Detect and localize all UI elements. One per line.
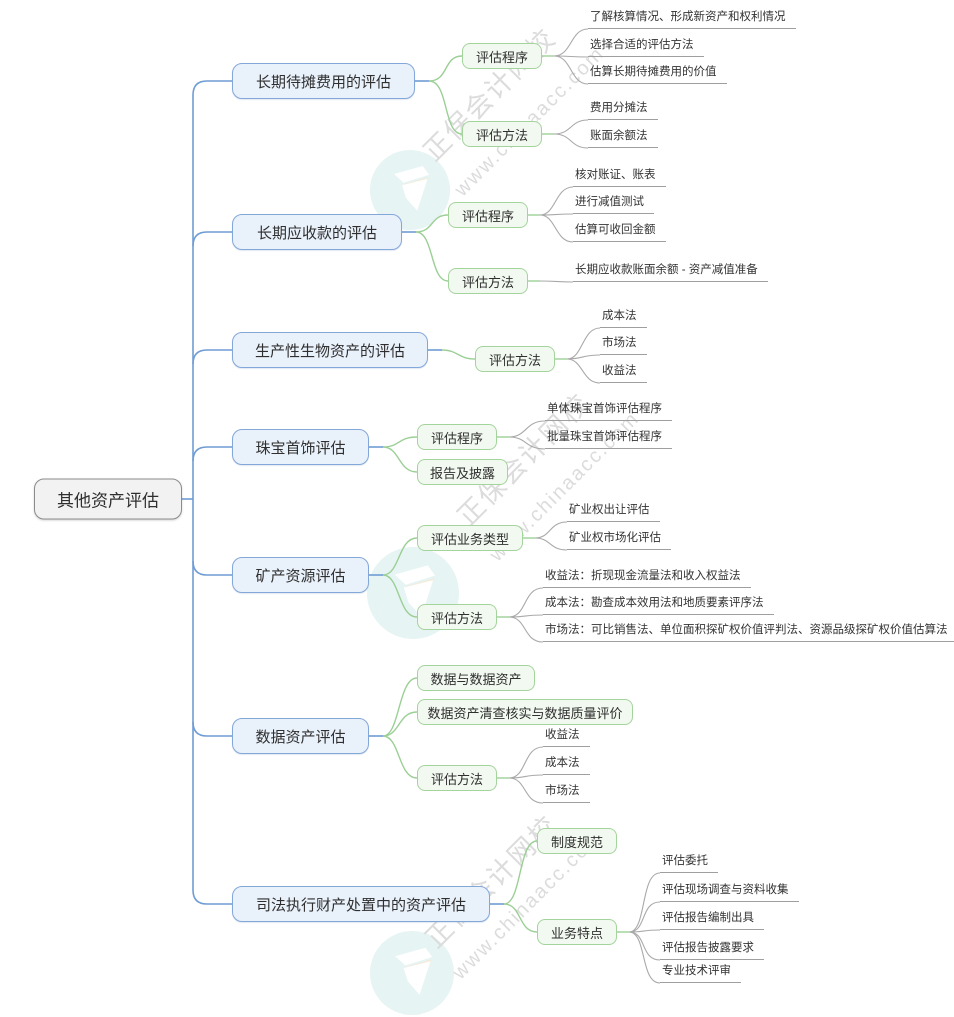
leaf-item[interactable]: 评估报告披露要求	[660, 939, 764, 960]
leaf-item[interactable]: 费用分摊法	[588, 99, 658, 120]
child-node[interactable]: 评估程序	[448, 202, 528, 228]
leaf-item[interactable]: 收益法	[600, 362, 647, 383]
child-node[interactable]: 评估方法	[462, 121, 542, 147]
leaf-item[interactable]: 估算可收回金额	[573, 221, 666, 242]
leaf-item[interactable]: 评估委托	[660, 852, 718, 873]
leaf-item[interactable]: 矿业权出让评估	[567, 501, 660, 522]
child-node[interactable]: 评估方法	[417, 604, 497, 630]
leaf-item[interactable]: 收益法：折现现金流量法和收入权益法	[543, 567, 751, 588]
branch-node-long-term-receivables[interactable]: 长期应收款的评估	[232, 214, 402, 250]
leaf-item[interactable]: 市场法	[600, 334, 647, 355]
leaf-item[interactable]: 矿业权市场化评估	[567, 529, 671, 550]
leaf-item[interactable]: 评估报告编制出具	[660, 909, 764, 930]
leaf-item[interactable]: 估算长期待摊费用的价值	[588, 63, 727, 84]
child-node[interactable]: 报告及披露	[417, 459, 508, 485]
branch-node-mineral-resources[interactable]: 矿产资源评估	[232, 557, 369, 593]
leaf-item[interactable]: 成本法	[600, 307, 647, 328]
leaf-item[interactable]: 账面余额法	[588, 127, 658, 148]
branch-node-judicial-disposal[interactable]: 司法执行财产处置中的资产评估	[232, 886, 490, 922]
leaf-item[interactable]: 成本法	[543, 754, 590, 775]
child-node[interactable]: 数据与数据资产	[417, 665, 535, 691]
child-node[interactable]: 评估业务类型	[417, 525, 523, 551]
leaf-item[interactable]: 长期应收款账面余额 - 资产减值准备	[573, 261, 768, 282]
child-node[interactable]: 业务特点	[537, 919, 617, 945]
child-node[interactable]: 制度规范	[537, 828, 617, 854]
child-node[interactable]: 评估程序	[462, 43, 542, 69]
leaf-item[interactable]: 了解核算情况、形成新资产和权利情况	[588, 8, 796, 29]
child-node[interactable]: 数据资产清查核实与数据质量评价	[417, 699, 633, 725]
leaf-item[interactable]: 核对账证、账表	[573, 166, 666, 187]
branch-node-productive-biological-assets[interactable]: 生产性生物资产的评估	[232, 332, 428, 368]
leaf-item[interactable]: 专业技术评审	[660, 962, 741, 983]
child-node[interactable]: 评估方法	[417, 765, 497, 791]
brand-logo-icon	[370, 150, 450, 235]
leaf-item[interactable]: 市场法	[543, 782, 590, 803]
child-node[interactable]: 评估方法	[475, 346, 555, 372]
leaf-item[interactable]: 评估现场调查与资料收集	[660, 881, 799, 902]
root-node[interactable]: 其他资产评估	[34, 478, 182, 520]
leaf-item[interactable]: 成本法：勘查成本效用法和地质要素评序法	[543, 594, 774, 615]
leaf-item[interactable]: 市场法：可比销售法、单位面积探矿权价值评判法、资源品级探矿权价值估算法	[543, 621, 954, 642]
child-node[interactable]: 评估程序	[417, 424, 497, 450]
leaf-item[interactable]: 单体珠宝首饰评估程序	[545, 400, 672, 421]
branch-node-jewelry-valuation[interactable]: 珠宝首饰评估	[232, 429, 369, 465]
branch-node-data-assets[interactable]: 数据资产评估	[232, 718, 369, 754]
leaf-item[interactable]: 批量珠宝首饰评估程序	[545, 428, 672, 449]
leaf-item[interactable]: 收益法	[543, 726, 590, 747]
brand-logo-icon	[370, 931, 454, 1017]
leaf-item[interactable]: 进行减值测试	[573, 193, 654, 214]
leaf-item[interactable]: 选择合适的评估方法	[588, 36, 704, 57]
child-node[interactable]: 评估方法	[448, 268, 528, 294]
branch-node-long-term-deferred-expenses[interactable]: 长期待摊费用的评估	[232, 63, 415, 99]
